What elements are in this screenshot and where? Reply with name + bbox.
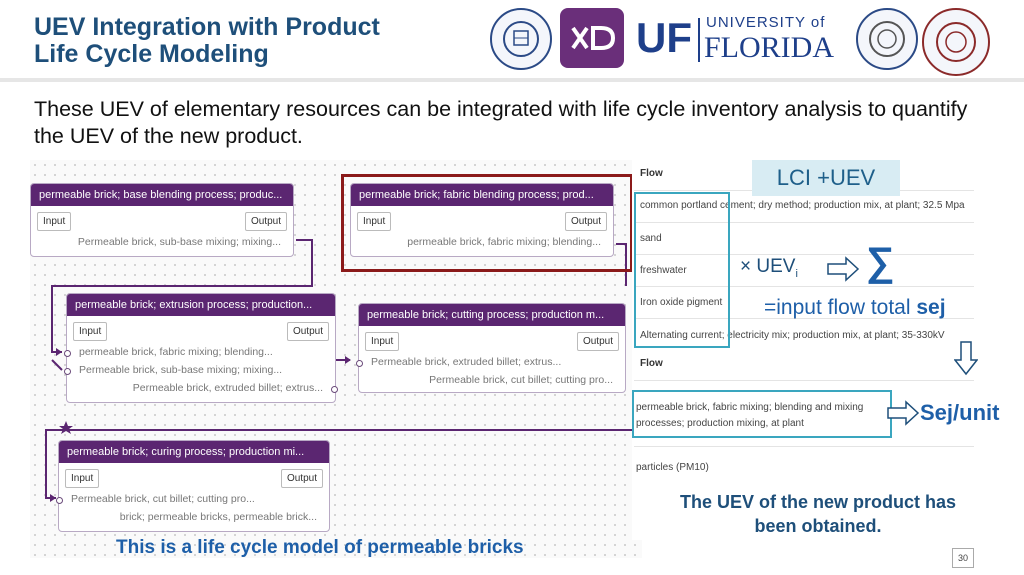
node-input-port[interactable]: Input xyxy=(37,212,72,231)
slide-title: UEV Integration with Product Life Cycle … xyxy=(34,14,380,68)
node-output-port[interactable]: Output xyxy=(244,212,287,231)
node-flow-line: Permeable brick, sub-base mixing; mixing… xyxy=(79,364,283,376)
flow-header: Flow xyxy=(640,168,663,179)
star-icon xyxy=(59,421,73,434)
input-flow-total-label: =input flow total xyxy=(764,296,917,319)
arrowhead-icon xyxy=(50,494,56,502)
arrowhead-icon xyxy=(345,356,351,364)
times-uev-label: × UEVi xyxy=(740,256,798,280)
university-of-florida-logo: UF UNIVERSITY of FLORIDA xyxy=(636,12,848,68)
university-seal-logo-2 xyxy=(856,8,918,70)
connection-line xyxy=(616,243,627,286)
node-input-port[interactable]: Input xyxy=(73,322,108,341)
flow-row-divider xyxy=(634,254,974,255)
xd-logo xyxy=(560,8,624,68)
node-output-port[interactable]: Output xyxy=(576,332,619,351)
flow-row-divider xyxy=(634,318,974,319)
flow-row[interactable]: sand xyxy=(640,233,662,244)
page-number: 30 xyxy=(952,548,974,568)
university-seal-logo xyxy=(490,8,552,70)
node-title: permeable brick; curing process; product… xyxy=(59,441,329,463)
uf-university-of: UNIVERSITY of xyxy=(706,14,826,31)
process-node-extrusion[interactable]: permeable brick; extrusion process; prod… xyxy=(64,293,338,403)
conclusion-text: The UEV of the new product has been obta… xyxy=(648,490,988,538)
flow-row[interactable]: Alternating current; electricity mix; pr… xyxy=(640,330,945,341)
lci-uev-badge: LCI +UEV xyxy=(752,160,900,196)
slide-subtitle: These UEV of elementary resources can be… xyxy=(34,97,968,148)
input-flows-highlight-box xyxy=(634,192,730,348)
node-connector[interactable] xyxy=(64,368,71,375)
node-output-port[interactable]: Output xyxy=(286,322,329,341)
flow-row-divider xyxy=(634,380,974,381)
node-output-port[interactable]: Output xyxy=(564,212,607,231)
uf-logo-divider xyxy=(698,18,700,62)
flow-panel xyxy=(632,160,972,540)
header-divider xyxy=(0,78,1024,82)
arrowhead-icon xyxy=(56,348,62,356)
seal-emblem-icon xyxy=(936,22,976,62)
node-connector[interactable] xyxy=(356,360,363,367)
node-flow-line: Permeable brick, cut billet; cutting pro… xyxy=(429,374,613,386)
conclusion-line2: been obtained. xyxy=(754,516,882,536)
right-arrow-icon xyxy=(887,400,920,426)
sej-per-unit-label: Sej/unit xyxy=(920,400,1000,425)
node-flow-line: Permeable brick, cut billet; cutting pro… xyxy=(71,493,255,505)
flow-row[interactable]: common portland cement; dry method; prod… xyxy=(640,200,965,211)
node-title: permeable brick; cutting process; produc… xyxy=(359,304,625,326)
highlight-box xyxy=(341,174,633,272)
node-input-port[interactable]: Input xyxy=(365,332,400,351)
flow-header: Flow xyxy=(640,358,663,369)
flow-row-divider xyxy=(634,446,974,447)
node-flow-line: brick; permeable bricks, permeable brick… xyxy=(119,511,317,523)
seal-emblem-icon xyxy=(503,21,539,57)
node-title: permeable brick; extrusion process; prod… xyxy=(67,294,335,316)
connection-line xyxy=(51,359,63,371)
node-connector[interactable] xyxy=(64,350,71,357)
node-flow-line: Permeable brick, extruded billet; extrus… xyxy=(371,356,562,368)
sej-label: sej xyxy=(916,296,946,319)
process-node-cutting[interactable]: permeable brick; cutting process; produc… xyxy=(356,303,626,393)
process-node-fabric-blending[interactable]: permeable brick; fabric blending process… xyxy=(350,183,614,257)
node-input-port[interactable]: Input xyxy=(357,212,392,231)
times-uev-text: × UEV xyxy=(740,256,796,277)
node-connector[interactable] xyxy=(56,497,63,504)
flow-row[interactable]: particles (PM10) xyxy=(636,462,709,473)
university-seal-logo-3 xyxy=(922,8,990,76)
right-arrow-icon xyxy=(827,256,860,282)
product-flow-highlight-box xyxy=(632,390,892,438)
node-title: permeable brick; fabric blending process… xyxy=(351,184,613,206)
slide-title-line2: Life Cycle Modeling xyxy=(34,40,269,68)
slide-title-line1: UEV Integration with Product xyxy=(34,13,380,41)
process-node-base-blending[interactable]: permeable brick; base blending process; … xyxy=(30,183,294,257)
node-flow-line: Permeable brick, sub-base mixing; mixing… xyxy=(77,236,281,248)
flow-row-divider xyxy=(634,286,974,287)
node-connector[interactable] xyxy=(331,386,338,393)
flow-row[interactable]: Iron oxide pigment xyxy=(640,297,723,308)
uf-letters: UF xyxy=(636,14,692,61)
flow-row[interactable]: permeable brick, fabric mixing; blending… xyxy=(636,402,864,413)
model-caption: This is a life cycle model of permeable … xyxy=(116,537,524,558)
node-title: permeable brick; base blending process; … xyxy=(31,184,293,206)
xd-logo-icon xyxy=(571,26,616,50)
flow-row[interactable]: processes; production mixing, at plant xyxy=(636,418,804,429)
uf-florida: FLORIDA xyxy=(704,31,835,64)
connection-line xyxy=(51,239,313,353)
uev-subscript: i xyxy=(795,267,798,280)
seal-emblem-icon xyxy=(869,21,905,57)
down-arrow-icon xyxy=(954,341,978,376)
flow-row[interactable]: freshwater xyxy=(640,265,687,276)
sigma-symbol: ∑ xyxy=(866,240,895,284)
node-input-port[interactable]: Input xyxy=(65,469,100,488)
node-output-port[interactable]: Output xyxy=(280,469,323,488)
node-flow-line: Permeable brick, extruded billet; extrus… xyxy=(132,382,323,394)
conclusion-line1: The UEV of the new product has xyxy=(679,492,957,512)
process-node-curing[interactable]: permeable brick; curing process; product… xyxy=(56,440,330,532)
flow-row-divider xyxy=(634,222,974,223)
node-flow-line: permeable brick, fabric mixing; blending… xyxy=(79,346,273,358)
node-flow-line: permeable brick, fabric mixing; blending… xyxy=(407,236,601,248)
input-flow-total-text: =input flow total sej xyxy=(764,296,946,320)
